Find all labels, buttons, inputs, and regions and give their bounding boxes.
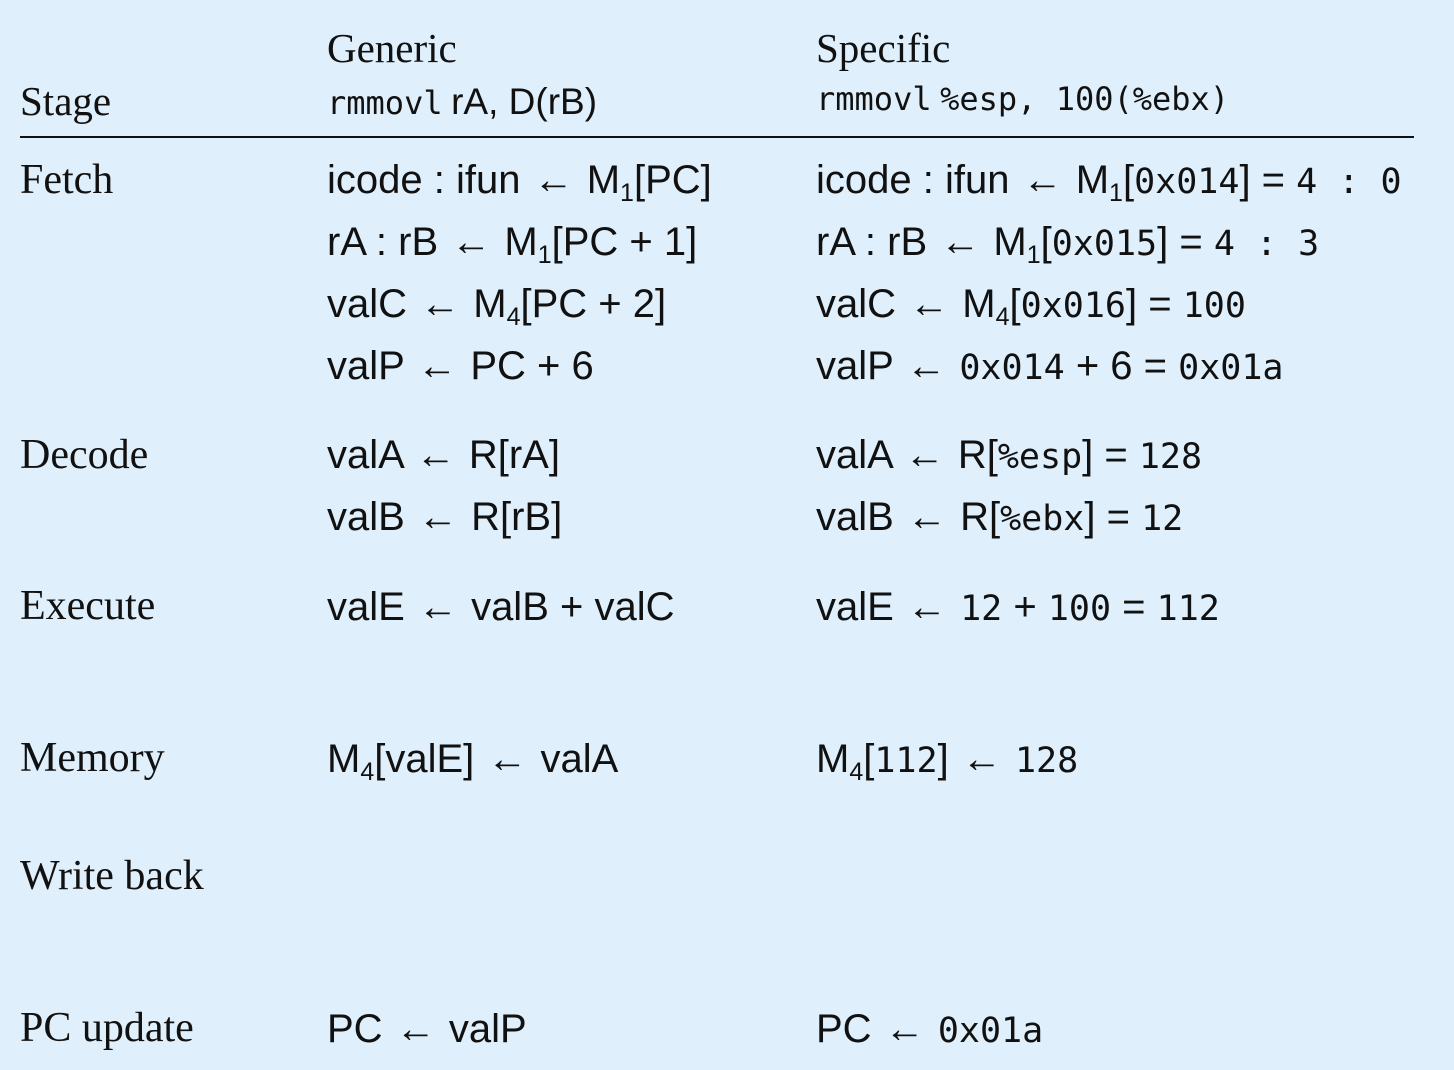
specific-pc-update: PC ← 0x01a	[816, 1007, 1044, 1051]
stage-column-header: Stage	[20, 78, 112, 124]
specific-operands: %esp, 100(%ebx)	[940, 80, 1230, 118]
generic-decode-valb: valB ← R[rB]	[327, 495, 563, 539]
specific-fetch-registers: rA : rB ← M1[0x015] = 4 : 3	[816, 220, 1320, 269]
generic-decode-vala: valA ← R[rA]	[327, 433, 560, 477]
generic-fetch-valp: valP ← PC + 6	[327, 344, 594, 388]
generic-column-header: Generic	[327, 25, 457, 71]
generic-fetch-valc: valC ← M4[PC + 2]	[327, 282, 667, 331]
generic-mnemonic: rmmovl	[327, 84, 443, 122]
stage-fetch: Fetch	[20, 157, 114, 203]
generic-fetch-registers: rA : rB ← M1[PC + 1]	[327, 220, 698, 269]
specific-fetch-icode: icode : ifun ← M1[0x014] = 4 : 0	[816, 158, 1402, 207]
generic-fetch-icode: icode : ifun ← M1[PC]	[327, 158, 712, 207]
stage-decode: Decode	[20, 432, 149, 478]
specific-decode-valb: valB ← R[%ebx] = 12	[816, 495, 1184, 539]
specific-fetch-valp: valP ← 0x014 + 6 = 0x01a	[816, 344, 1284, 388]
specific-decode-vala: valA ← R[%esp] = 128	[816, 433, 1203, 477]
generic-operands: rA, D(rB)	[451, 81, 598, 122]
specific-execute-vale: valE ← 12 + 100 = 112	[816, 585, 1220, 629]
generic-memory-write: M4[valE] ← valA	[327, 737, 619, 786]
header-rule	[20, 136, 1414, 138]
specific-fetch-valc: valC ← M4[0x016] = 100	[816, 282, 1246, 331]
specific-instruction: rmmovl %esp, 100(%ebx)	[816, 83, 1229, 117]
stage-write-back: Write back	[20, 853, 204, 899]
generic-execute-vale: valE ← valB + valC	[327, 585, 675, 629]
specific-column-header: Specific	[816, 25, 951, 71]
specific-mnemonic: rmmovl	[816, 80, 932, 118]
stage-memory: Memory	[20, 735, 165, 781]
stage-execute: Execute	[20, 583, 156, 629]
specific-memory-write: M4[112] ← 128	[816, 737, 1079, 786]
generic-instruction: rmmovl rA, D(rB)	[327, 83, 597, 121]
generic-pc-update: PC ← valP	[327, 1007, 527, 1051]
stage-pc-update: PC update	[20, 1005, 194, 1051]
